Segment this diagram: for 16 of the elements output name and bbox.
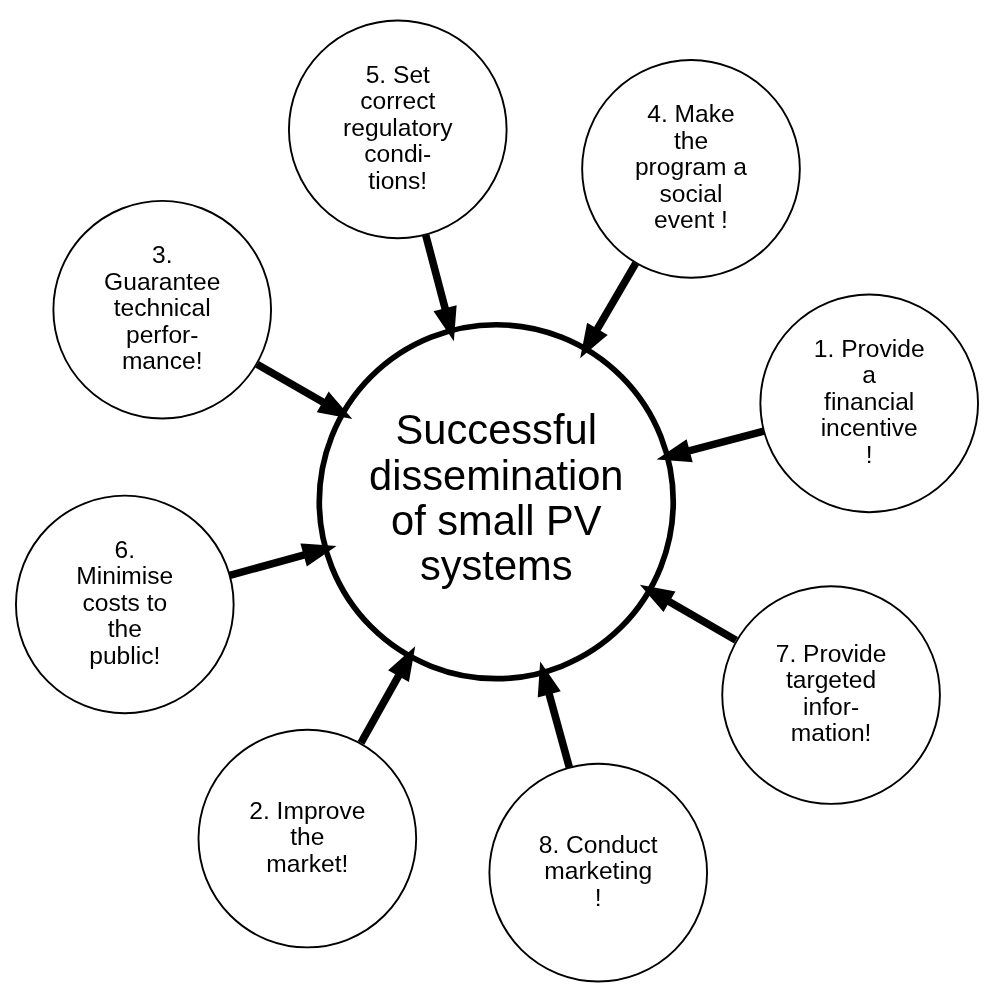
node-circle: 6. Minimise costs to the public! — [15, 494, 235, 714]
node-circle: 7. Provide targeted infor- mation! — [721, 584, 941, 805]
arrow — [580, 260, 639, 358]
arrow — [656, 427, 765, 462]
arrow — [228, 543, 337, 579]
arrow — [639, 584, 738, 643]
arrow — [422, 233, 457, 341]
node-circle: 4. Make the program a social event ! — [581, 58, 801, 279]
arrow — [255, 360, 353, 419]
arrow — [357, 645, 416, 745]
node-circle: 5. Set correct regulatory condi- tions! — [288, 19, 508, 239]
node-circle: 3. Guarantee technical perfor- mance! — [52, 199, 272, 419]
node-circle: 1. Provide a financial incentive ! — [759, 293, 979, 513]
arrow — [537, 660, 573, 768]
node-circle: 8. Conduct marketing ! — [488, 762, 708, 982]
node-circle: 2. Improve the market! — [197, 728, 418, 948]
